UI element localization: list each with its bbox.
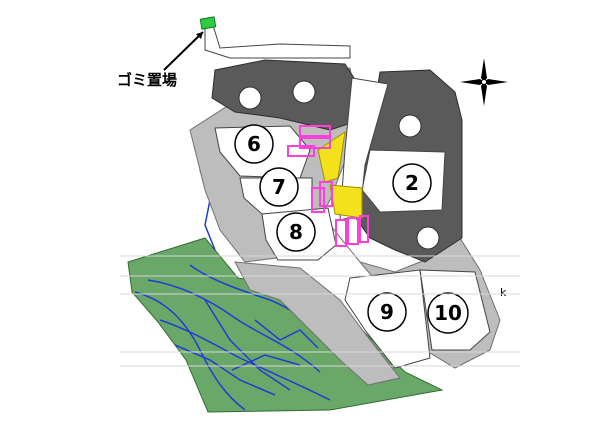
tree-icon	[238, 80, 440, 250]
svg-text:2: 2	[405, 171, 419, 195]
scan-lines	[120, 255, 520, 367]
lot-9[interactable]: 9	[367, 292, 407, 332]
lot-6[interactable]: 6	[234, 124, 274, 164]
parking-slots	[287, 125, 369, 247]
svg-text:7: 7	[272, 175, 286, 199]
svg-text:9: 9	[380, 300, 394, 324]
svg-text:ゴミ置場: ゴミ置場	[117, 71, 177, 89]
lot-10[interactable]: 10	[427, 292, 469, 334]
green-marker-icon[interactable]	[199, 16, 217, 30]
arrow-icon	[163, 31, 204, 71]
edge-mark: k	[500, 286, 507, 299]
arrow-head-icon	[196, 32, 203, 39]
svg-text:10: 10	[434, 301, 462, 325]
svg-text:6: 6	[247, 132, 261, 156]
svg-text:8: 8	[289, 220, 303, 244]
yellow-zone	[317, 130, 363, 219]
lot-7[interactable]: 7	[259, 167, 299, 207]
compass-rose-icon	[460, 58, 508, 106]
lot-8[interactable]: 8	[276, 212, 316, 252]
garbage-area: ゴミ置場	[117, 16, 217, 89]
lot-markers: 6 7 8 2 9 10	[234, 124, 469, 334]
lot-2[interactable]: 2	[392, 163, 432, 203]
